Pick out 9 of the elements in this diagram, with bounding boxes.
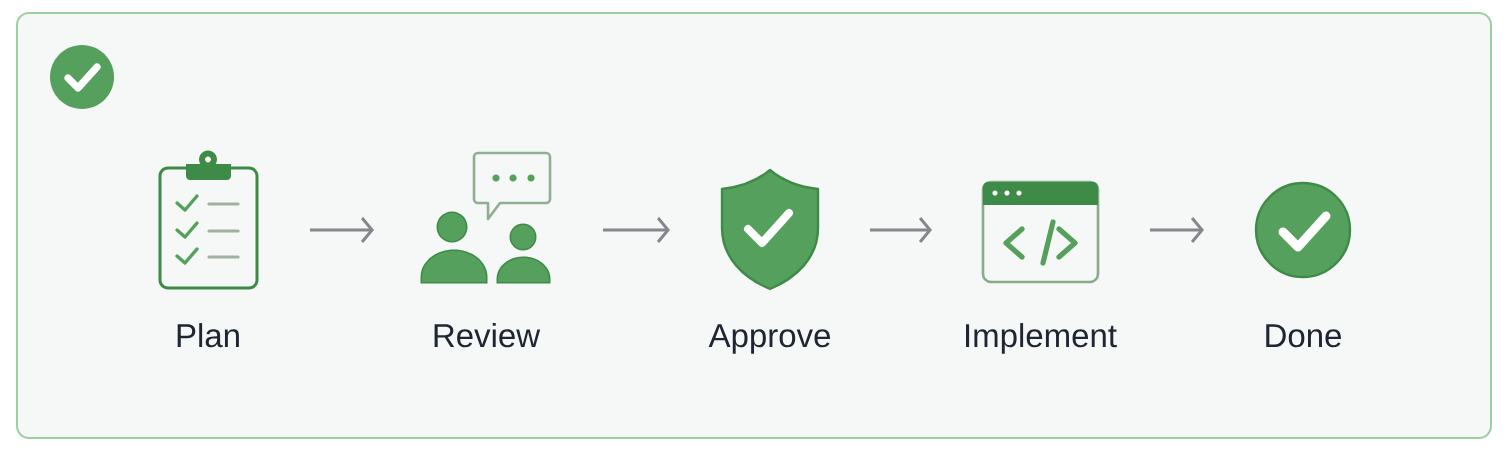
step-label: Review — [434, 323, 541, 348]
arrow — [310, 217, 374, 243]
arrow — [603, 217, 670, 243]
arrow — [1150, 217, 1204, 243]
step-label: Approve — [708, 324, 830, 354]
step-label: Done — [1266, 324, 1341, 348]
step-label: Plan — [177, 323, 239, 348]
arrow — [870, 217, 932, 243]
step-label: Implement — [966, 323, 1117, 354]
